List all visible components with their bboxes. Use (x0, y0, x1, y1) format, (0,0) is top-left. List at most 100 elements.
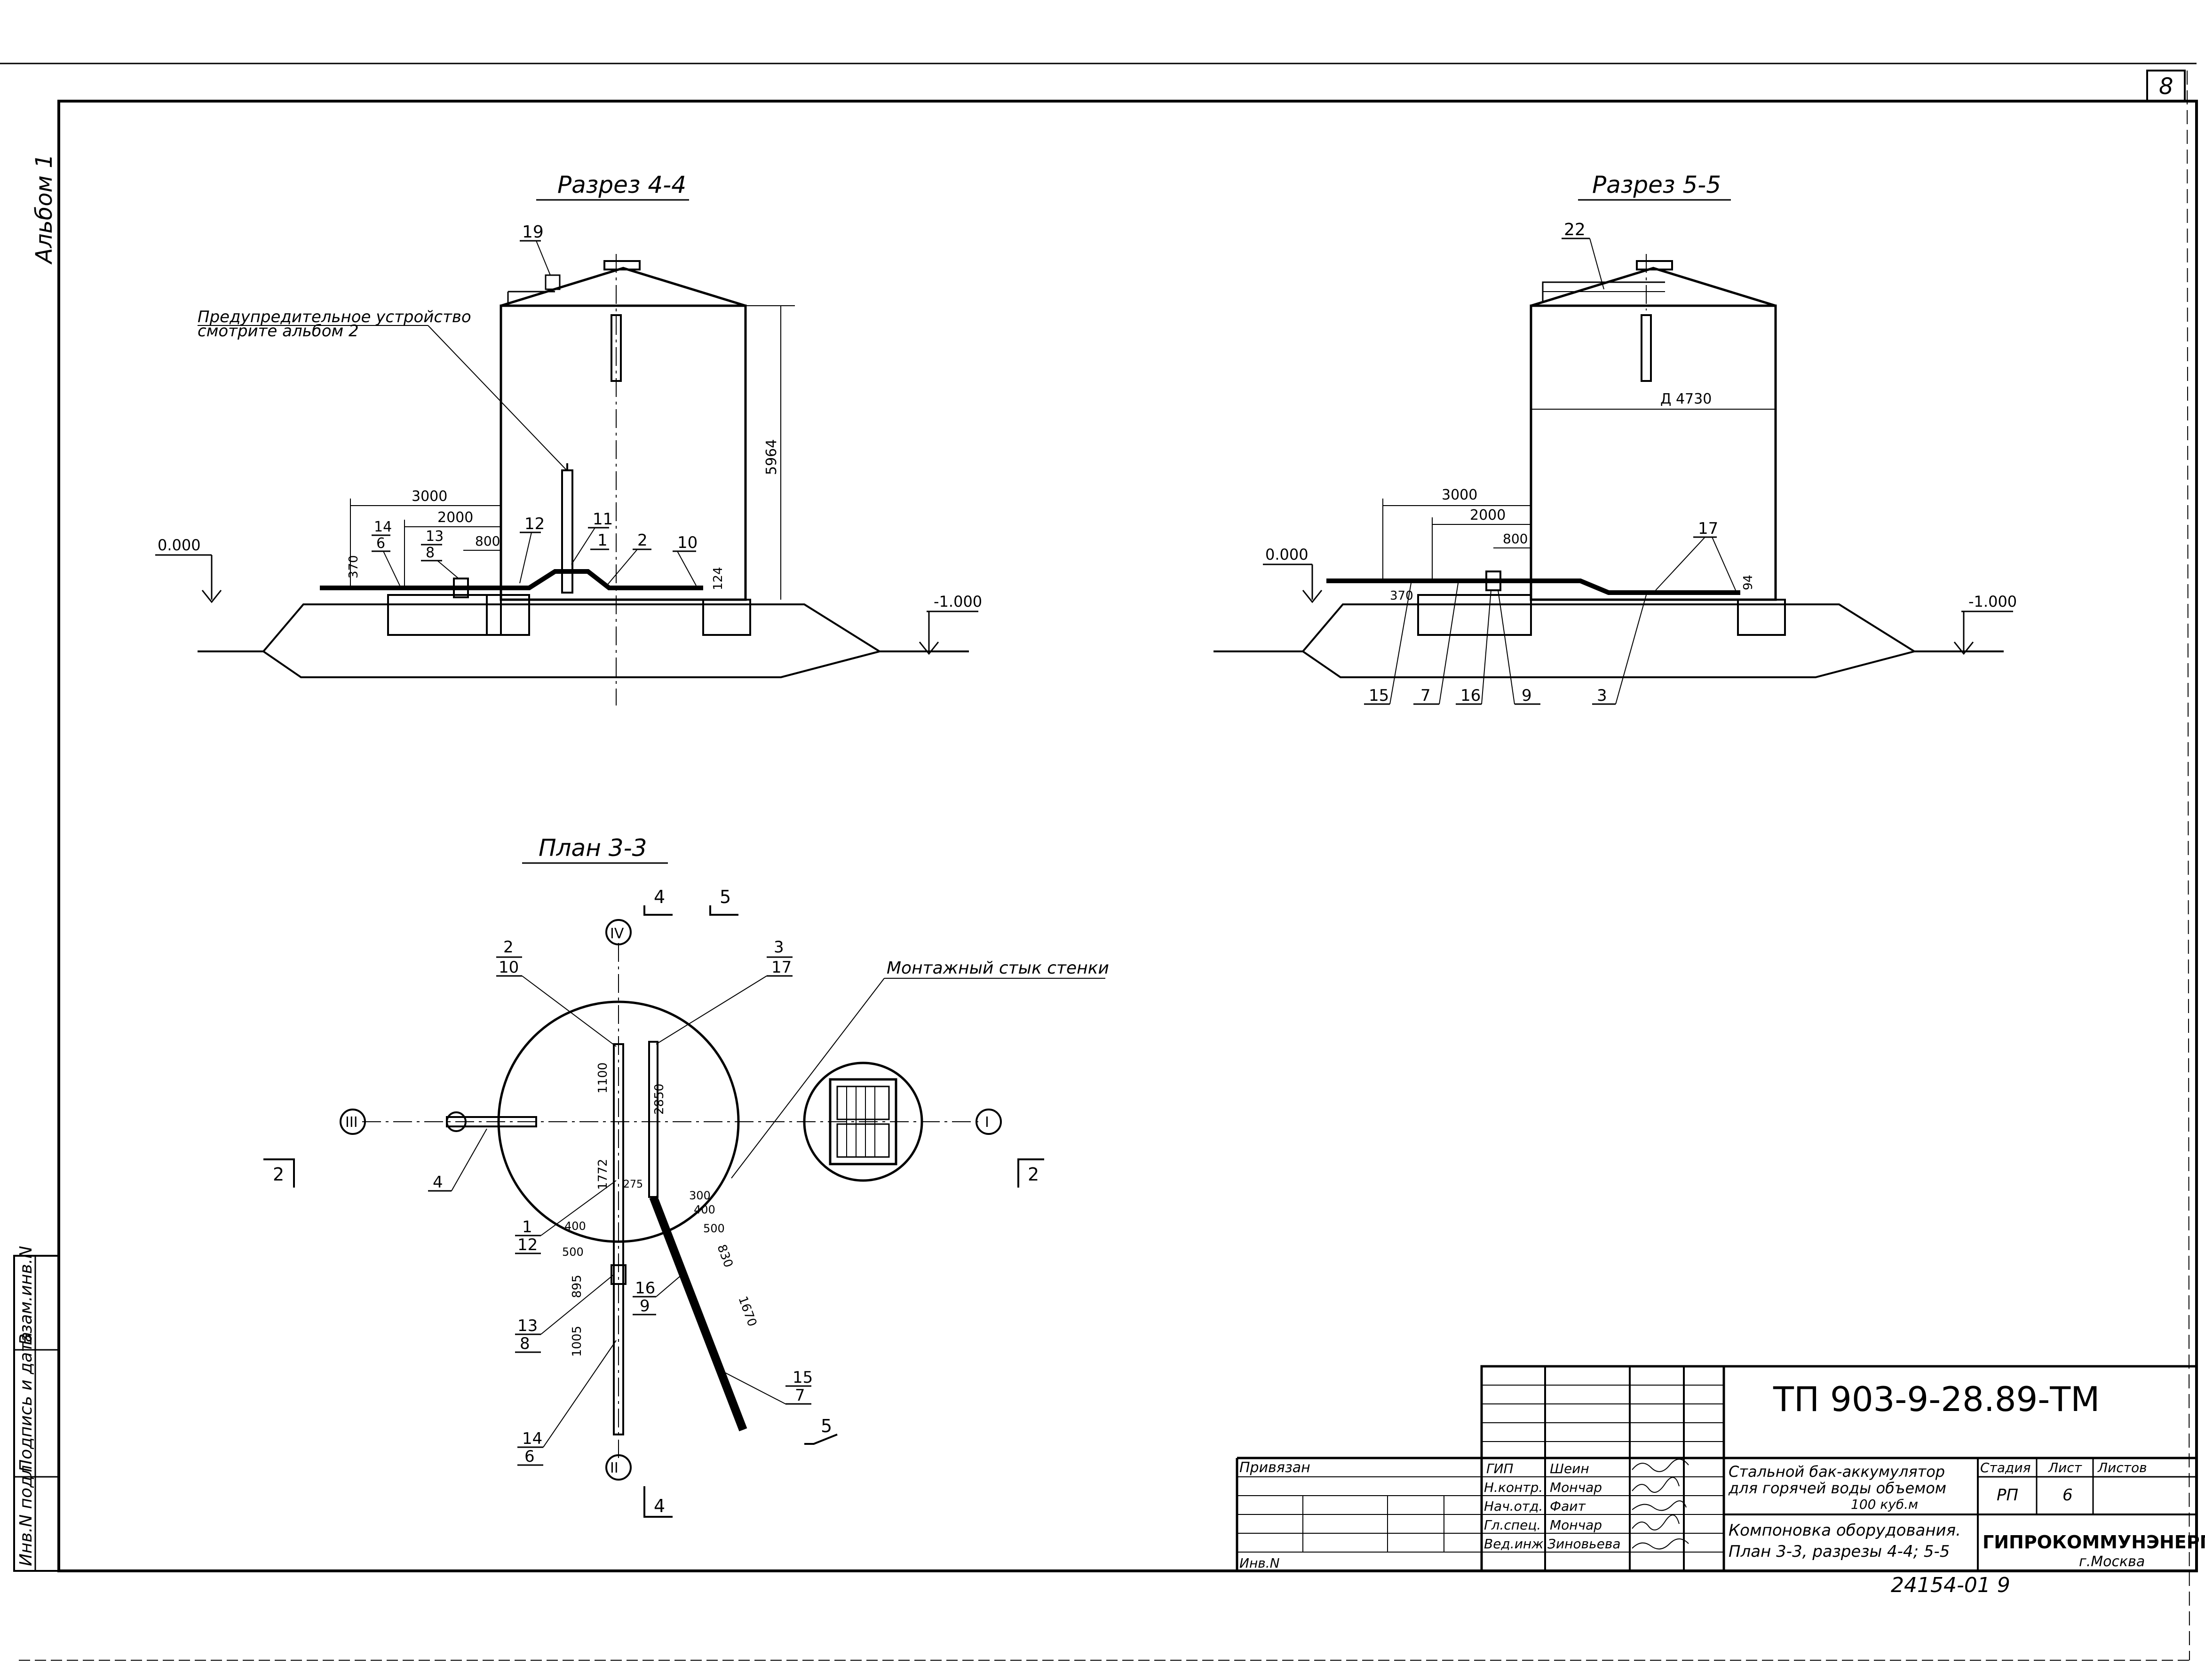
organization: ГИПРОКОММУНЭНЕРГО (1983, 1532, 2205, 1553)
name-fait: Фаит (1550, 1498, 1586, 1514)
callout-16-5-5: 16 (1460, 686, 1481, 705)
plan-dim-500: 500 (562, 1245, 584, 1259)
doc-code: ТП 903-9-28.89-ТМ (1773, 1379, 2100, 1419)
axis-ii: II (610, 1460, 619, 1476)
dim-2000: 2000 (437, 509, 473, 526)
cut-2-right: 2 (1028, 1164, 1039, 1185)
plan-callout-6: 6 (524, 1447, 535, 1466)
callout-3-5-5: 3 (1597, 686, 1607, 705)
plan-dim-2850: 2850 (652, 1084, 666, 1115)
warning-note-line1: Предупредительное устройство (198, 308, 471, 326)
callout-13: 13 (426, 528, 444, 545)
plan-callout-15: 15 (793, 1368, 813, 1387)
name-zinovieva: Зиновьева (1547, 1536, 1620, 1552)
plan-dim-400: 400 (564, 1220, 586, 1233)
manhole-plan (803, 1062, 923, 1182)
callout-17-5-5: 17 (1698, 519, 1718, 538)
dim-2000-5-5: 2000 (1470, 507, 1506, 523)
plan-dim-830: 830 (714, 1243, 735, 1269)
plan-dim-400b: 400 (694, 1203, 715, 1216)
sheet-number: 8 (2159, 73, 2173, 100)
callout-1: 1 (597, 531, 608, 550)
callouts-plan: 2 10 3 17 4 1 12 13 8 14 6 (428, 938, 813, 1466)
stamp-vzam: Взам.инв.N (16, 1246, 36, 1345)
name-monchar-1: Мончар (1550, 1480, 1602, 1495)
callout-9-5-5: 9 (1522, 686, 1532, 705)
level-0000: 0.000 (158, 536, 201, 554)
sheets-header: Листов (2097, 1460, 2147, 1475)
plan-3-3-title: План 3-3 (539, 834, 647, 862)
inv-n-label: Инв.N (1239, 1555, 1280, 1571)
role-glspec: Гл.спец. (1484, 1517, 1541, 1533)
name-shein: Шеин (1550, 1461, 1589, 1476)
level-0000-5-5: 0.000 (1265, 546, 1309, 563)
callout-8: 8 (426, 545, 435, 561)
tank-4-4 (500, 304, 747, 601)
project-line1: Стальной бак-аккумулятор (1729, 1463, 1945, 1481)
plan-dim-1100: 1100 (596, 1062, 610, 1094)
plan-dim-1670: 1670 (735, 1294, 759, 1328)
archive-number: 24154-01 9 (1891, 1573, 2010, 1597)
callouts-4-4: 12 11 1 2 10 14 6 13 8 (372, 510, 698, 586)
plan-callout-1: 1 (522, 1218, 532, 1236)
title-block: Привязан Инв.N ГИП Н.контр. Нач.отд. Гл.… (1236, 1365, 2205, 1597)
section-5-5-title: Разрез 5-5 (1592, 171, 1721, 198)
stage-header: Стадия (1980, 1460, 2031, 1475)
plan-callout-4: 4 (433, 1173, 443, 1192)
cut-2-left: 2 (273, 1164, 284, 1185)
section-4-4: Разрез 4-4 19 5964 0.000 (155, 171, 982, 705)
sheet-value: 6 (2062, 1486, 2073, 1505)
plan-callout-8: 8 (520, 1334, 530, 1353)
plan-callout-13: 13 (517, 1316, 538, 1335)
callout-12: 12 (524, 515, 545, 533)
plan-callout-16: 16 (635, 1279, 655, 1298)
privyazan-label: Привязан (1239, 1459, 1310, 1476)
plan-dim-1005: 1005 (570, 1326, 584, 1357)
plan-dim-300: 300 (689, 1189, 711, 1202)
dim-5964: 5964 (763, 439, 780, 475)
cut-4-bottom: 4 (654, 1496, 665, 1516)
signatures (1632, 1458, 1689, 1550)
callout-10: 10 (677, 533, 698, 552)
pipe-5-5 (1326, 578, 1740, 595)
axis-iv: IV (610, 926, 624, 942)
project-line2: для горячей воды объемом (1728, 1479, 1946, 1497)
plan-callout-12: 12 (517, 1236, 538, 1254)
callouts-5-5-bottom: 15 7 16 9 3 (1364, 583, 1647, 705)
stamp-podpis: Подпись и дата (16, 1332, 36, 1472)
plan-dim-895: 895 (570, 1275, 584, 1298)
callout-7-5-5: 7 (1420, 686, 1431, 705)
side-stamp: Инв.N подл. Подпись и дата Взам.инв.N (13, 1246, 60, 1572)
callout-6: 6 (376, 535, 385, 552)
stamp-inv-podl: Инв.N подл. (16, 1460, 36, 1566)
role-gip: ГИП (1486, 1461, 1514, 1476)
section-5-5: Разрез 5-5 22 Д 4730 0.000 -1.000 3000 (1214, 171, 2017, 705)
plan-callout-10: 10 (499, 958, 519, 977)
callout-19: 19 (522, 222, 544, 242)
callout-14: 14 (374, 519, 392, 535)
role-nkontr: Н.контр. (1484, 1480, 1543, 1495)
plan-callout-7: 7 (795, 1386, 805, 1405)
name-monchar-2: Мончар (1550, 1517, 1602, 1533)
dim-94-5-5: 94 (1741, 575, 1755, 590)
ground-outline-5-5 (1214, 603, 1917, 678)
tank-5-5 (1530, 304, 1777, 601)
sheet-frame: 8 (0, 63, 2198, 1661)
sheet-title-line1: Компоновка оборудования. (1729, 1521, 1961, 1540)
level-minus1000: -1.000 (934, 593, 982, 610)
cut-5-top: 5 (720, 887, 731, 907)
album-label: Альбом 1 (31, 154, 57, 265)
stage-value: РП (1997, 1486, 2018, 1505)
project-line3: 100 куб.м (1851, 1497, 1918, 1512)
plan-dim-275: 275 (623, 1179, 643, 1190)
plan-dim-1772: 1772 (596, 1159, 610, 1190)
role-vedinzh: Вед.инж. (1484, 1536, 1547, 1552)
plan-callout-2: 2 (503, 938, 514, 957)
axis-iii: III (345, 1114, 358, 1131)
sheet-header: Лист (2048, 1460, 2082, 1475)
callout-15-5-5: 15 (1369, 686, 1389, 705)
plan-callout-9: 9 (640, 1297, 650, 1315)
dim-800: 800 (475, 533, 500, 549)
section-4-4-title: Разрез 4-4 (557, 171, 686, 198)
